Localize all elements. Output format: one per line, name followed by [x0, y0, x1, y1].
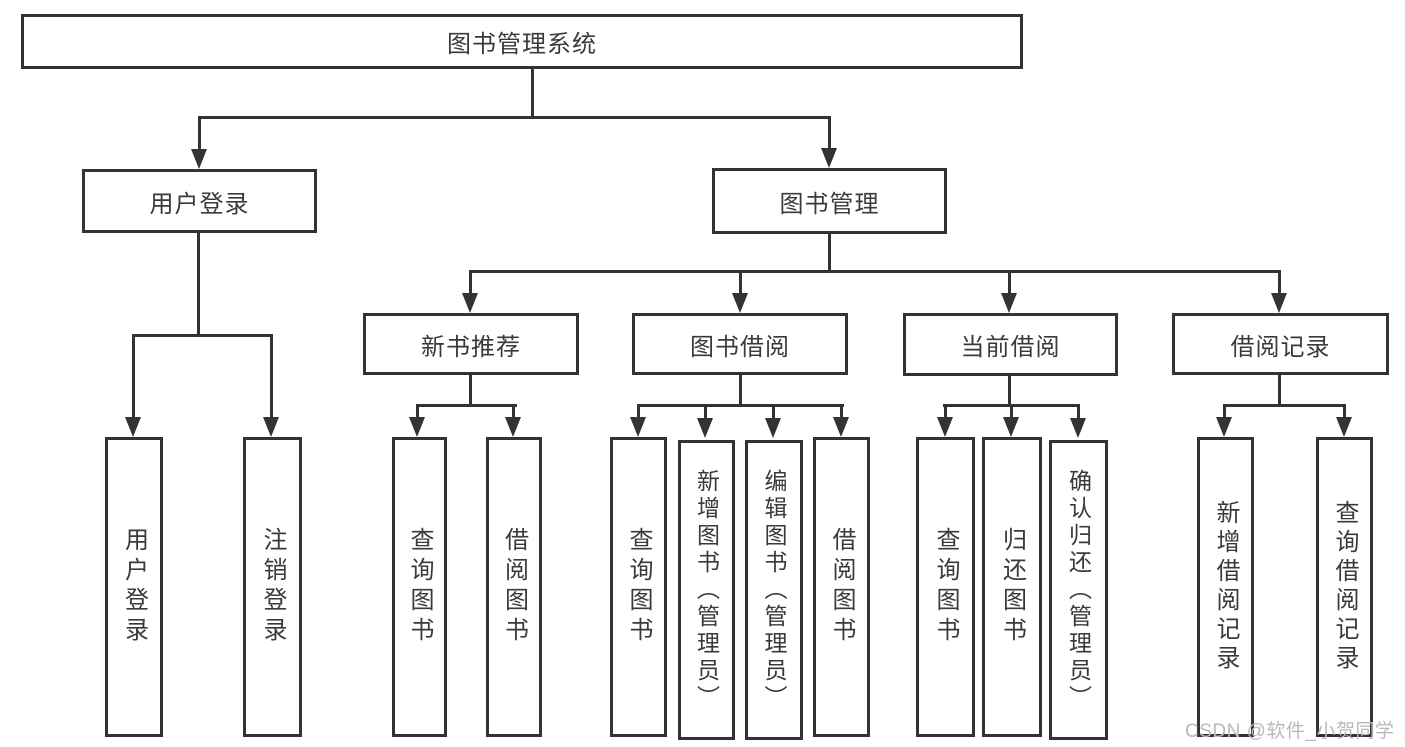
arrowhead-user-login: [191, 149, 207, 169]
connector-new-book-stem: [469, 375, 472, 406]
arrowhead-leaf-logout: [263, 417, 279, 437]
leaf-label: 用户登录: [120, 527, 148, 647]
node-current-borrowing: 当前借阅: [903, 313, 1118, 376]
leaf-label: 归还图书: [998, 527, 1026, 647]
leaf-add-books-admin: 新增图书（管理员）: [678, 440, 735, 740]
leaf-logout: 注销登录: [243, 437, 302, 737]
leaf-borrow-books: 借阅图书: [813, 437, 870, 737]
arrowhead-current-borrow: [1001, 293, 1017, 313]
connector-current-borrow-stem: [1008, 375, 1011, 406]
connector-user-login-horizontal: [132, 334, 273, 337]
node-label: 用户登录: [149, 190, 250, 218]
connector-drop-br-add: [1223, 404, 1226, 419]
arrowhead-cb-confirm: [1070, 418, 1086, 438]
connector-borrow-records-stem: [1278, 375, 1281, 406]
arrowhead-leaf-user-login: [125, 417, 141, 437]
leaf-label: 新增借阅记录: [1212, 500, 1239, 674]
leaf-label: 注销登录: [259, 527, 286, 647]
arrowhead-book-mgmt: [821, 148, 837, 168]
leaf-query-books-borrow: 查询图书: [610, 437, 667, 737]
arrowhead-bb-query: [630, 417, 646, 437]
leaf-query-books-recommend: 查询图书: [392, 437, 447, 737]
arrowhead-cb-query: [937, 417, 953, 437]
connector-drop-leaf-logout: [270, 334, 273, 419]
connector-drop-borrow-records: [1278, 270, 1281, 295]
leaf-label: 查询图书: [625, 527, 652, 647]
node-label: 当前借阅: [960, 334, 1061, 361]
arrowhead-br-add: [1216, 417, 1232, 437]
arrowhead-bb-edit: [765, 418, 781, 438]
connector-drop-current-borrow: [1008, 270, 1011, 295]
connector-level3-horizontal: [469, 270, 1281, 273]
leaf-label: 确认归还（管理员）: [1065, 468, 1092, 712]
leaf-label: 查询借阅记录: [1331, 500, 1358, 674]
connector-drop-br-query: [1343, 404, 1346, 419]
connector-drop-new-book: [469, 270, 472, 295]
leaf-confirm-return-admin: 确认归还（管理员）: [1049, 440, 1108, 740]
connector-new-book-horizontal: [416, 404, 517, 407]
connector-drop-bb-borrow: [840, 404, 843, 419]
connector-user-login-stem: [197, 233, 200, 336]
node-user-login: 用户登录: [82, 169, 317, 233]
connector-drop-leaf-user-login: [132, 334, 135, 419]
leaf-query-borrow-record: 查询借阅记录: [1316, 437, 1373, 737]
arrowhead-br-query: [1336, 417, 1352, 437]
connector-drop-cb-return: [1010, 404, 1013, 419]
node-label: 新书推荐: [421, 333, 521, 361]
connector-book-borrow-stem: [739, 375, 742, 406]
node-label: 借阅记录: [1230, 333, 1331, 361]
connector-book-mgmt-stem: [828, 234, 831, 272]
connector-drop-cb-query: [944, 404, 947, 419]
leaf-label: 查询图书: [406, 527, 433, 647]
node-book-borrowing: 图书借阅: [632, 313, 848, 375]
arrowhead-bb-add: [697, 418, 713, 438]
arrowhead-book-borrow: [732, 293, 748, 313]
connector-borrow-records-horizontal: [1223, 404, 1345, 407]
connector-drop-bb-query: [637, 404, 640, 419]
leaf-user-login: 用户登录: [105, 437, 163, 737]
connector-drop-bb-add: [704, 404, 707, 419]
connector-drop-bb-edit: [772, 404, 775, 419]
arrowhead-nb-borrow: [505, 417, 521, 437]
csdn-watermark: CSDN @软件_小贺同学: [1185, 721, 1395, 742]
node-borrowing-records: 借阅记录: [1172, 313, 1389, 375]
leaf-add-borrow-record: 新增借阅记录: [1197, 437, 1254, 737]
connector-drop-book-mgmt: [828, 116, 831, 150]
node-label: 图书管理系统: [447, 31, 597, 58]
connector-drop-nb-borrow: [512, 404, 515, 419]
arrowhead-new-book: [462, 293, 478, 313]
connector-drop-nb-query: [416, 404, 419, 419]
node-new-book-recommendation: 新书推荐: [363, 313, 579, 375]
connector-root-stem: [531, 69, 534, 118]
node-library-management-system: 图书管理系统: [21, 14, 1023, 69]
arrowhead-borrow-records: [1271, 293, 1287, 313]
arrowhead-cb-return: [1003, 417, 1019, 437]
leaf-return-books: 归还图书: [982, 437, 1042, 737]
connector-book-borrow-horizontal: [637, 404, 844, 407]
connector-drop-user-login: [198, 116, 201, 151]
leaf-label: 查询图书: [932, 527, 959, 647]
arrowhead-nb-query: [409, 417, 425, 437]
node-label: 图书借阅: [690, 333, 790, 361]
node-book-management: 图书管理: [712, 168, 947, 234]
connector-drop-book-borrow: [739, 270, 742, 295]
leaf-borrow-books-recommend: 借阅图书: [486, 437, 542, 737]
arrowhead-bb-borrow: [833, 417, 849, 437]
connector-level1-horizontal: [198, 116, 831, 119]
leaf-label: 新增图书（管理员）: [693, 468, 720, 712]
node-label: 图书管理: [779, 190, 880, 218]
leaf-edit-books-admin: 编辑图书（管理员）: [745, 440, 803, 740]
leaf-query-books-current: 查询图书: [916, 437, 975, 737]
leaf-label: 借阅图书: [500, 527, 528, 647]
connector-drop-cb-confirm: [1077, 404, 1080, 419]
leaf-label: 编辑图书（管理员）: [761, 468, 787, 712]
leaf-label: 借阅图书: [828, 527, 855, 647]
